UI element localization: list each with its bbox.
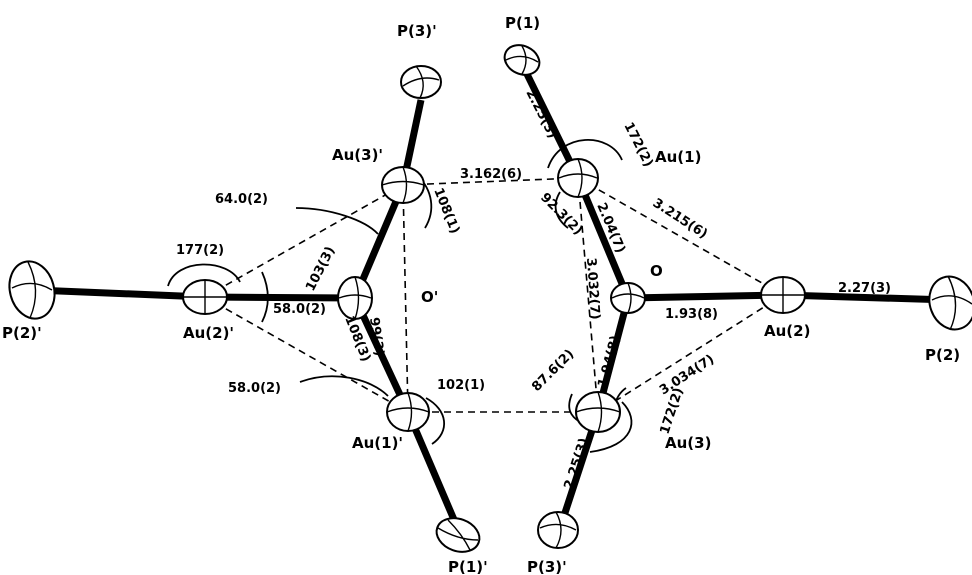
angle-172-top: 172(2) (620, 120, 655, 170)
dist-au1-au3: 3.032(7) (583, 257, 602, 320)
angle-87: 87.6(2) (529, 347, 577, 395)
au2-au3-contact (597, 294, 784, 413)
label-au3: Au(3) (665, 434, 711, 452)
atom-op (337, 276, 373, 320)
bond-au1-o (574, 176, 632, 300)
label-au1: Au(1) (655, 148, 701, 166)
angle-58-top: 58.0(2) (273, 302, 326, 317)
angle-labels: 172(2) 92.3(2) 108(1) 64.0(2) 177(2) 103… (176, 120, 687, 436)
arc-58-top (261, 271, 269, 323)
angle-64: 64.0(2) (215, 192, 268, 207)
atom-ellipsoids (8, 44, 972, 553)
label-p3p-bottom: P(3)' (527, 558, 567, 575)
au1-au3-contact (577, 177, 599, 413)
atom-p1p (435, 517, 481, 553)
atom-o (610, 282, 646, 314)
dist-au2-p2: 2.27(3) (838, 281, 891, 296)
atom-p2 (928, 275, 972, 331)
atom-labels: P(1) P(3)' Au(1) Au(3)' O O' P(2)' Au(2)… (2, 14, 960, 575)
au3p-au1p-contact (402, 184, 409, 413)
dist-au3p-au1: 3.162(6) (460, 167, 522, 182)
angle-99: 99(3) (366, 316, 386, 357)
angle-103: 103(3) (303, 244, 338, 294)
atom-p3p-top (400, 65, 442, 99)
label-p2: P(2) (925, 346, 960, 364)
label-au1p: Au(1)' (352, 434, 403, 452)
atom-au1p (386, 392, 430, 432)
angle-108-1: 108(1) (430, 186, 462, 236)
atom-au3 (575, 391, 621, 433)
bond-op-au2p (204, 293, 356, 302)
dist-au1-au2: 3.215(6) (650, 196, 710, 242)
arc-172-top (547, 139, 623, 169)
au2p-au1p-contact (204, 296, 409, 413)
arc-58-bot (299, 375, 389, 397)
label-o: O (650, 262, 663, 280)
atom-p3p-bottom (537, 511, 579, 549)
atom-au2p (182, 279, 228, 315)
label-au2p: Au(2)' (183, 324, 234, 342)
bonds (34, 68, 951, 524)
arc-102 (425, 397, 446, 445)
au1-au2-contact (577, 177, 784, 296)
label-p1p: P(1)' (448, 558, 488, 575)
label-p3p-top: P(3)' (397, 22, 437, 40)
bond-au2p-p2p (34, 286, 206, 301)
arc-92 (554, 191, 569, 229)
atom-au1 (557, 158, 599, 198)
dist-au2-au3: 3.034(7) (657, 352, 717, 398)
label-p2p: P(2)' (2, 324, 42, 342)
dist-au3-p3p: 2.25(3) (562, 436, 593, 491)
atom-p2p (8, 260, 56, 320)
atom-au2 (760, 276, 806, 314)
au3p-au1-contact (402, 177, 579, 186)
bond-o-au2 (627, 291, 784, 302)
angle-58-bot: 58.0(2) (228, 381, 281, 396)
arc-177 (167, 263, 241, 287)
label-au2: Au(2) (764, 322, 810, 340)
label-op: O' (421, 288, 438, 306)
bond-au2-p2 (782, 291, 951, 304)
angle-177: 177(2) (176, 243, 224, 258)
label-au3p: Au(3)' (332, 146, 383, 164)
angle-102: 102(1) (437, 378, 485, 393)
atom-au3p (381, 166, 425, 204)
atom-p1 (503, 44, 541, 76)
arc-172-bot (589, 401, 633, 453)
dist-o-au3: 1.94(8) (595, 334, 623, 389)
label-p1: P(1) (505, 14, 540, 32)
dist-o-au2: 1.93(8) (665, 307, 718, 322)
arc-64 (295, 207, 379, 235)
